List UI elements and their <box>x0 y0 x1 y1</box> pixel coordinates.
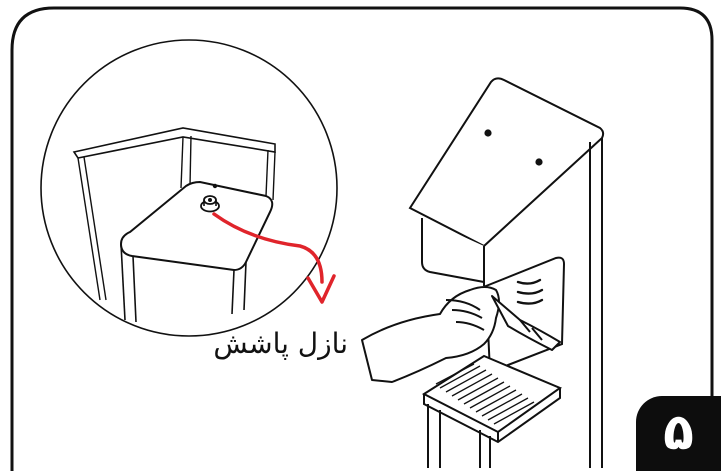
detail-circle <box>41 40 337 336</box>
nozzle-label: نازل پاشش <box>200 326 348 362</box>
dispenser-unit <box>410 78 603 468</box>
step-number: ۵ <box>636 402 721 462</box>
step-badge: ۵ <box>636 396 721 471</box>
